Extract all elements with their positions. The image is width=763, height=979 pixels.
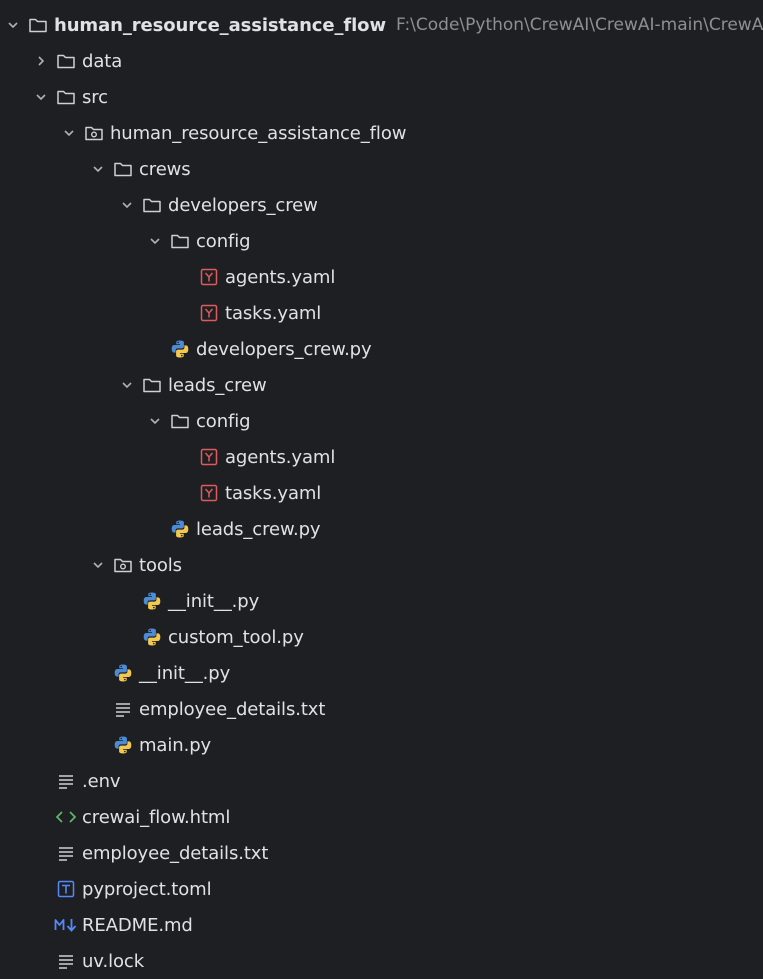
tree-row[interactable]: leads_crew <box>0 367 763 403</box>
tree-row[interactable]: custom_tool.py <box>0 619 763 655</box>
text-file-icon <box>113 699 133 719</box>
tree-row[interactable]: .env <box>0 763 763 799</box>
python-icon <box>170 339 190 359</box>
tree-row[interactable]: human_resource_assistance_flow <box>0 115 763 151</box>
tree-item-label: pyproject.toml <box>82 878 212 900</box>
tree-row[interactable]: agents.yaml <box>0 439 763 475</box>
chevron-down-icon[interactable] <box>89 556 107 574</box>
tree-row[interactable]: uv.lock <box>0 943 763 979</box>
tree-item-label: .env <box>82 770 121 792</box>
tree-item-label: human_resource_assistance_flow <box>110 122 407 144</box>
folder-icon <box>56 87 76 107</box>
yaml-icon <box>199 267 219 287</box>
tree-item-label: agents.yaml <box>225 446 336 468</box>
python-icon <box>113 663 133 683</box>
html-icon <box>55 807 77 827</box>
tree-item-label: agents.yaml <box>225 266 336 288</box>
tree-item-label: config <box>196 410 251 432</box>
folder-icon <box>170 411 190 431</box>
tree-item-label: crewai_flow.html <box>82 806 231 828</box>
tree-row[interactable]: config <box>0 223 763 259</box>
tree-item-label: developers_crew <box>168 194 318 216</box>
tree-row[interactable]: crewai_flow.html <box>0 799 763 835</box>
tree-item-label: main.py <box>139 734 212 756</box>
tree-item-label: leads_crew.py <box>196 518 321 540</box>
yaml-icon <box>199 483 219 503</box>
tree-root-path: F:\Code\Python\CrewAI\CrewAI-main\CrewAI… <box>395 15 763 35</box>
tree-item-label: crews <box>139 158 191 180</box>
tree-item-label: data <box>82 50 123 72</box>
tree-row[interactable]: crews <box>0 151 763 187</box>
tree-row[interactable]: tools <box>0 547 763 583</box>
python-icon <box>142 627 162 647</box>
tree-root-label: human_resource_assistance_flow <box>54 14 386 36</box>
python-icon <box>142 591 162 611</box>
tree-item-label: uv.lock <box>82 950 145 972</box>
tree-row[interactable]: __init__.py <box>0 583 763 619</box>
folder-icon <box>170 231 190 251</box>
folder-icon <box>113 159 133 179</box>
python-icon <box>113 735 133 755</box>
tree-item-label: employee_details.txt <box>139 698 326 720</box>
chevron-down-icon[interactable] <box>89 160 107 178</box>
tree-item-label: README.md <box>82 914 193 936</box>
tree-row[interactable]: employee_details.txt <box>0 691 763 727</box>
text-file-icon <box>56 843 76 863</box>
folder-icon <box>28 15 48 35</box>
folder-icon <box>142 195 162 215</box>
package-folder-icon <box>84 123 104 143</box>
tree-row[interactable]: data <box>0 43 763 79</box>
tree-row[interactable]: config <box>0 403 763 439</box>
yaml-icon <box>199 447 219 467</box>
folder-icon <box>56 51 76 71</box>
tree-item-label: developers_crew.py <box>196 338 372 360</box>
package-folder-icon <box>113 555 133 575</box>
tree-row[interactable]: developers_crew.py <box>0 331 763 367</box>
toml-icon <box>56 879 76 899</box>
tree-row[interactable]: src <box>0 79 763 115</box>
chevron-down-icon[interactable] <box>118 196 136 214</box>
text-file-icon <box>56 951 76 971</box>
folder-icon <box>142 375 162 395</box>
tree-row[interactable]: tasks.yaml <box>0 295 763 331</box>
tree-item-label: config <box>196 230 251 252</box>
tree-row[interactable]: README.md <box>0 907 763 943</box>
chevron-down-icon[interactable] <box>60 124 78 142</box>
tree-row[interactable]: agents.yaml <box>0 259 763 295</box>
tree-row[interactable]: leads_crew.py <box>0 511 763 547</box>
chevron-down-icon[interactable] <box>4 16 22 34</box>
tree-row[interactable]: developers_crew <box>0 187 763 223</box>
tree-item-label: employee_details.txt <box>82 842 269 864</box>
chevron-down-icon[interactable] <box>146 232 164 250</box>
tree-row[interactable]: employee_details.txt <box>0 835 763 871</box>
tree-item-label: __init__.py <box>168 590 260 612</box>
tree-row[interactable]: main.py <box>0 727 763 763</box>
chevron-down-icon[interactable] <box>118 376 136 394</box>
tree-item-label: tasks.yaml <box>225 482 322 504</box>
chevron-right-icon[interactable] <box>32 52 50 70</box>
tree-item-label: tasks.yaml <box>225 302 322 324</box>
text-file-icon <box>56 771 76 791</box>
tree-item-label: custom_tool.py <box>168 626 304 648</box>
chevron-down-icon[interactable] <box>32 88 50 106</box>
tree-item-label: leads_crew <box>168 374 267 396</box>
python-icon <box>170 519 190 539</box>
tree-root-row[interactable]: human_resource_assistance_flow F:\Code\P… <box>0 7 763 43</box>
yaml-icon <box>199 303 219 323</box>
tree-row[interactable]: __init__.py <box>0 655 763 691</box>
chevron-down-icon[interactable] <box>146 412 164 430</box>
tree-item-label: tools <box>139 554 182 576</box>
tree-item-label: __init__.py <box>139 662 231 684</box>
markdown-icon <box>54 915 80 935</box>
tree-row[interactable]: pyproject.toml <box>0 871 763 907</box>
tree-row[interactable]: tasks.yaml <box>0 475 763 511</box>
tree-item-label: src <box>82 86 108 108</box>
